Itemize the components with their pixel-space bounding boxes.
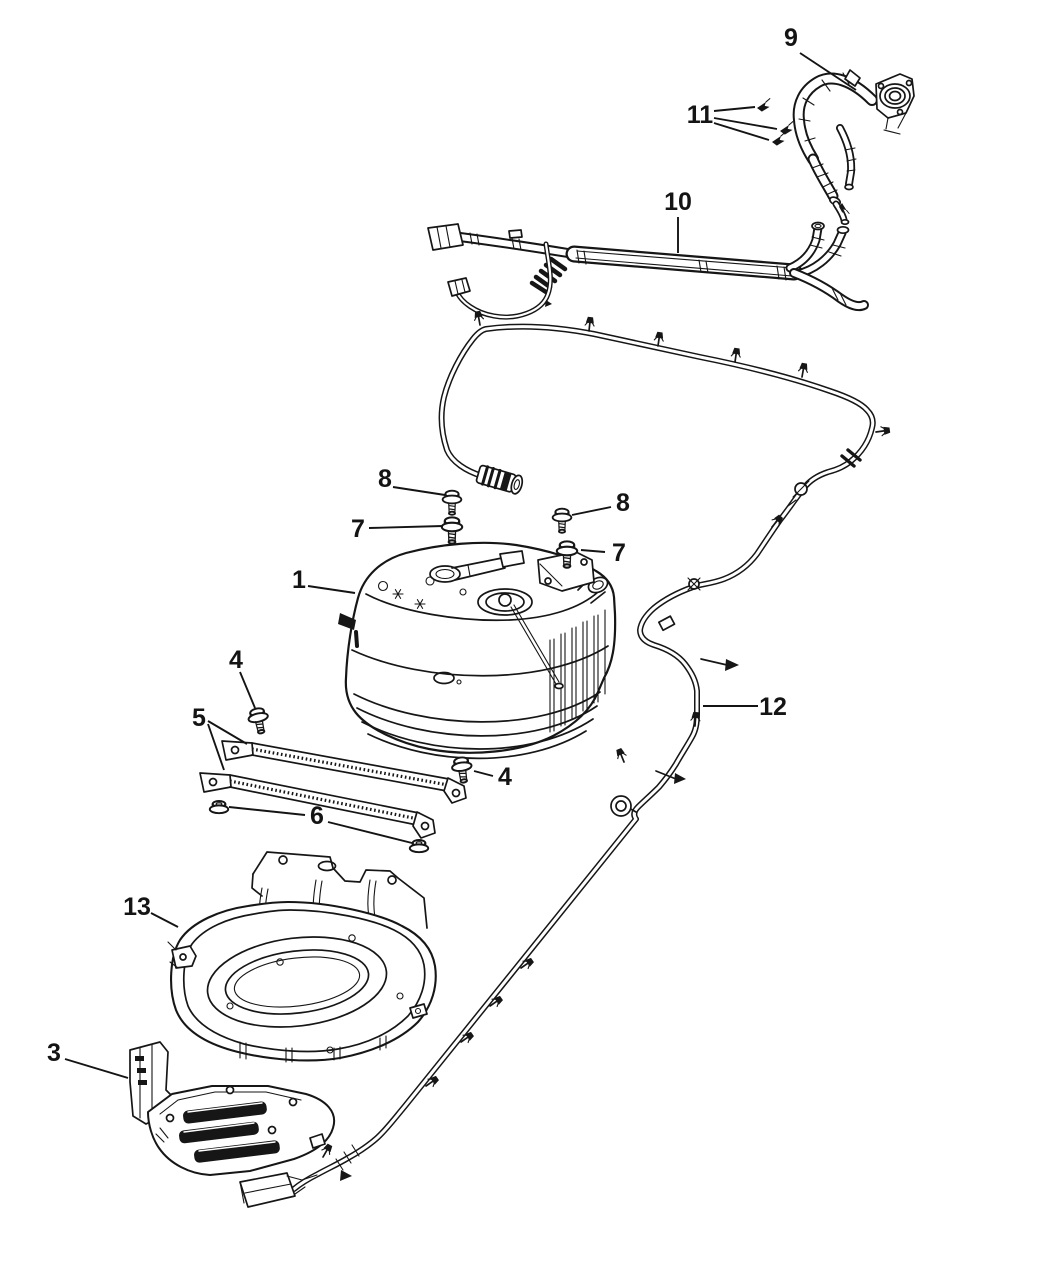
callout-label-1: 1 bbox=[292, 566, 306, 594]
quick-connector bbox=[475, 464, 524, 495]
line-clip-icon bbox=[796, 361, 810, 379]
callout-7-left-leader bbox=[368, 525, 444, 529]
callout-13: 13 bbox=[123, 893, 179, 928]
callout-1-leader bbox=[307, 585, 356, 594]
strap-bolt-icon bbox=[245, 705, 273, 737]
callout-6: 6 bbox=[228, 802, 413, 844]
callout-8-left: 8 bbox=[378, 465, 446, 496]
line-clip-icon bbox=[583, 315, 596, 333]
clip-icon bbox=[778, 121, 796, 136]
callout-10: 10 bbox=[664, 188, 692, 253]
callout-8-left-leader bbox=[392, 486, 446, 496]
callout-12: 12 bbox=[703, 693, 787, 721]
tank-skid-plate-drawing bbox=[167, 851, 437, 1063]
callout-5: 5 bbox=[192, 704, 248, 771]
callout-label-8-right: 8 bbox=[616, 489, 630, 517]
callout-11-leader bbox=[713, 106, 778, 141]
callout-9: 9 bbox=[784, 24, 857, 91]
line-clip-icon bbox=[729, 346, 743, 364]
callout-label-6: 6 bbox=[310, 802, 324, 830]
line-clip-icon bbox=[613, 746, 630, 765]
callout-label-7-left: 7 bbox=[351, 515, 365, 543]
bolt-7-left-icon bbox=[440, 516, 464, 545]
callout-3: 3 bbox=[47, 1039, 129, 1079]
callout-4-top: 4 bbox=[229, 646, 256, 709]
strap-nut-icon bbox=[408, 839, 430, 854]
line-clip-icon bbox=[874, 424, 892, 438]
callout-label-13: 13 bbox=[123, 893, 151, 921]
tank-straps-drawing bbox=[199, 705, 475, 854]
callout-label-3: 3 bbox=[47, 1039, 61, 1067]
callout-6-leader bbox=[228, 806, 413, 844]
bolt-8-left-icon bbox=[441, 489, 463, 516]
callout-7-left: 7 bbox=[351, 515, 444, 543]
callout-4-right-leader bbox=[473, 770, 494, 777]
fuel-lines-harness-drawing bbox=[239, 309, 892, 1208]
callout-label-4-top: 4 bbox=[229, 646, 243, 674]
callout-7-right-leader bbox=[580, 549, 606, 553]
callout-11: 11 bbox=[687, 101, 778, 141]
callout-5-leader bbox=[207, 720, 248, 771]
callout-label-5: 5 bbox=[192, 704, 206, 732]
callout-3-leader bbox=[64, 1058, 129, 1079]
callout-9-leader bbox=[799, 52, 857, 91]
callout-label-12: 12 bbox=[759, 693, 787, 721]
callout-4-right: 4 bbox=[473, 763, 512, 791]
callout-label-10: 10 bbox=[664, 188, 692, 216]
callout-8-right-leader bbox=[571, 506, 612, 516]
callouts: 9 11 10 8 7 8 7 1 bbox=[47, 24, 857, 1079]
callout-7-right: 7 bbox=[580, 539, 626, 567]
callout-13-leader bbox=[150, 912, 179, 928]
callout-8-right: 8 bbox=[571, 489, 630, 517]
filler-hose-assembly-drawing bbox=[427, 221, 869, 320]
callout-1: 1 bbox=[292, 566, 356, 594]
fuel-tank-drawing bbox=[338, 541, 617, 760]
heat-shield-drawing bbox=[129, 1041, 336, 1176]
clip-icon bbox=[770, 132, 788, 147]
strap-nut-icon bbox=[208, 800, 230, 815]
bolt-8-right-icon bbox=[551, 507, 573, 534]
callout-label-8-left: 8 bbox=[378, 465, 392, 493]
fuel-filler-neck-drawing bbox=[799, 69, 915, 226]
callout-label-7-right: 7 bbox=[612, 539, 626, 567]
callout-label-4-right: 4 bbox=[498, 763, 512, 791]
callout-4-top-leader bbox=[239, 671, 256, 709]
clip-icon bbox=[755, 98, 773, 113]
strap-bolt-icon bbox=[449, 755, 475, 785]
callout-label-11: 11 bbox=[687, 101, 714, 129]
callout-label-9: 9 bbox=[784, 24, 798, 52]
